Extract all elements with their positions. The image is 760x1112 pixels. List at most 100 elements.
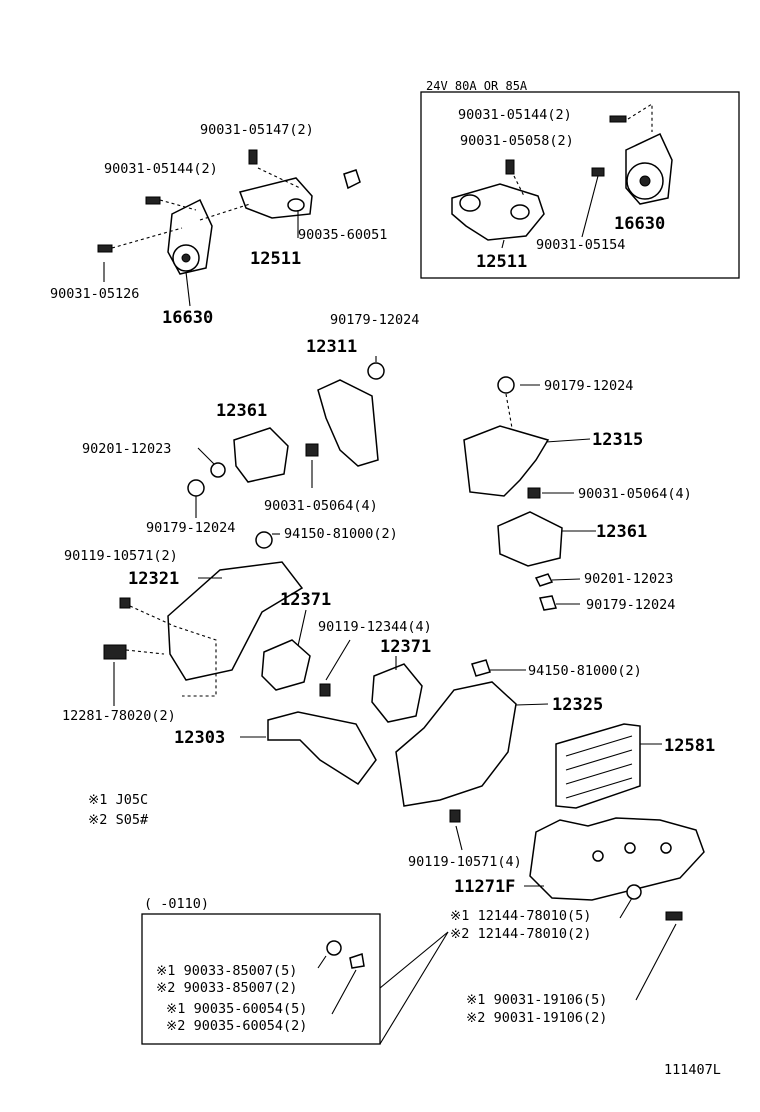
washer-90201 [534, 573, 554, 587]
bracket-hole [287, 198, 305, 212]
leader-line [185, 271, 191, 307]
leader-line [551, 578, 581, 581]
bolt [505, 159, 515, 175]
part-number: 12511 [476, 252, 527, 272]
bracket-hole [459, 194, 481, 212]
alternator-bracket-inset [451, 183, 545, 241]
part-label: 90179-12024 [544, 378, 633, 394]
part-label: 94150-81000(2) [528, 663, 642, 679]
part-label: 90179-12024 [146, 520, 235, 536]
dashed-guide [111, 227, 183, 249]
cover-hole [592, 850, 604, 862]
part-number: 12371 [280, 590, 331, 610]
part-label: ※2 90033-85007(2) [156, 980, 297, 996]
leader-line [379, 931, 449, 989]
bolt [609, 115, 627, 123]
cover-11271F [529, 817, 705, 901]
part-number: 12325 [552, 695, 603, 715]
leader-line [545, 438, 591, 443]
nut-90179 [497, 376, 515, 394]
part-label: 90119-12344(4) [318, 619, 432, 635]
leader-line [379, 931, 449, 1045]
dashed-guide [505, 393, 513, 429]
engine-mount-insulator-12361 [233, 427, 289, 483]
bolt [119, 597, 131, 609]
cover-hole [624, 842, 636, 854]
engine-mount-bracket-12315 [463, 425, 550, 497]
part-label: 90179-12024 [330, 312, 419, 328]
part-12581 [555, 723, 641, 809]
part-label: 90119-10571(2) [64, 548, 178, 564]
nut-90179 [187, 479, 205, 497]
date-range: ( -0110) [144, 896, 209, 912]
engine-mount-insulator-12361-right [497, 511, 563, 567]
part-label: ※1 90031-19106(5) [466, 992, 607, 1008]
alternator-pulley-hub [181, 253, 191, 263]
part-number: 12581 [664, 736, 715, 756]
part-number: 12321 [128, 569, 179, 589]
part-label: 90119-10571(4) [408, 854, 522, 870]
bolt [248, 149, 258, 165]
part-number: 16630 [162, 308, 213, 328]
bolt [527, 487, 541, 499]
washer-90201 [210, 462, 226, 478]
nut-94150 [255, 531, 273, 549]
leader-line [197, 447, 215, 465]
part-label: ※2 90035-60054(2) [166, 1018, 307, 1034]
dashed-guide [129, 605, 217, 697]
bolt [665, 911, 683, 921]
part-label: 90031-05154 [536, 237, 625, 253]
ribs [565, 735, 633, 799]
illustration-id: 111407L [664, 1062, 721, 1078]
leader-line [619, 897, 633, 919]
bolt [449, 809, 461, 823]
part-label: 90201-12023 [82, 441, 171, 457]
dashed-guide [627, 103, 653, 132]
insulator-12371 [261, 639, 311, 691]
part-label: 12281-78020(2) [62, 708, 176, 724]
leader-line [635, 923, 677, 1001]
nut-94150 [471, 659, 491, 677]
collar-90035 [349, 953, 365, 969]
part-label: ※2 90031-19106(2) [466, 1010, 607, 1026]
part-number: 11271F [454, 877, 515, 897]
part-number: 12315 [592, 430, 643, 450]
nut-90179 [539, 595, 557, 611]
cover-hole [660, 842, 672, 854]
engine-note: ※1 J05C [88, 792, 148, 808]
part-label: ※1 90035-60054(5) [166, 1001, 307, 1017]
part-number: 16630 [614, 214, 665, 234]
part-number: 12511 [250, 249, 301, 269]
part-label: 90031-05064(4) [264, 498, 378, 514]
leader-line [515, 703, 549, 706]
nut-90179 [367, 362, 385, 380]
leader-line [317, 955, 327, 969]
nut-90035-60051 [343, 169, 361, 190]
bolt [97, 244, 113, 253]
engine-mount-bracket-12311 [317, 379, 379, 467]
part-label: 90031-05147(2) [200, 122, 314, 138]
alternator-bracket [239, 177, 313, 219]
part-number: 12303 [174, 728, 225, 748]
dashed-guide [513, 175, 525, 197]
part-label: 90201-12023 [584, 571, 673, 587]
dashed-guide [257, 167, 301, 189]
leader-line [325, 639, 351, 681]
variant-header: 24V 80A OR 85A [426, 79, 528, 93]
leader-line [501, 239, 505, 249]
part-number: 12311 [306, 337, 357, 357]
part-label: 90031-05144(2) [458, 107, 572, 123]
leader-line [455, 825, 463, 851]
part-label: 90031-05144(2) [104, 161, 218, 177]
bolt [591, 167, 605, 177]
insulator-12371-right [371, 663, 423, 723]
dashed-guide [125, 649, 165, 655]
part-label: 90031-05058(2) [460, 133, 574, 149]
leader-line [331, 969, 357, 1015]
grommet-90033 [326, 940, 342, 956]
part-label: ※1 12144-78010(5) [450, 908, 591, 924]
part-label: ※2 12144-78010(2) [450, 926, 591, 942]
part-label: 90179-12024 [586, 597, 675, 613]
